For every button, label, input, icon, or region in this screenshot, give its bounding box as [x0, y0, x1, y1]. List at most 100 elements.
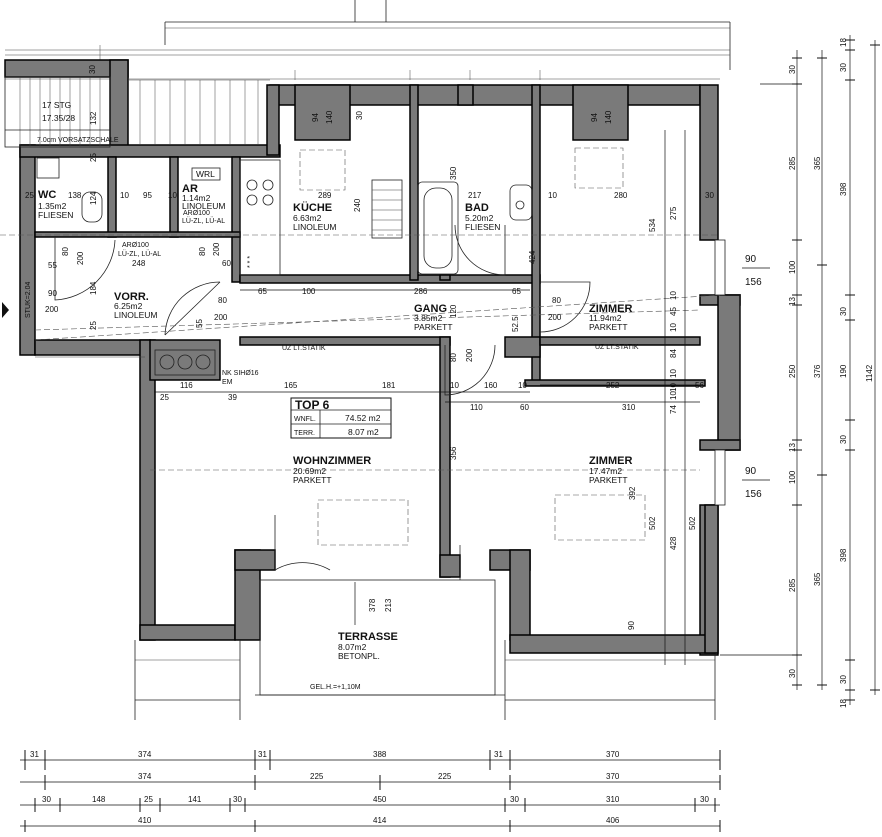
unit-label: TOP 6 — [295, 398, 330, 412]
dim-label: 374 — [138, 772, 152, 781]
dim-label: 25 — [25, 191, 34, 200]
entrance-arrow-icon — [2, 302, 9, 318]
unit-row-wnfl-value: 74.52 m2 — [345, 413, 381, 423]
dim-label: 120 — [449, 304, 458, 318]
dim-label: 424 — [528, 250, 537, 264]
dim-label: 140 — [604, 110, 613, 124]
dim-label: 65 — [512, 287, 521, 296]
dim-label: 80 — [449, 353, 458, 362]
dim-label: 200 — [214, 313, 228, 322]
dim-label: 217 — [468, 191, 482, 200]
room-zimmer2-area: 17.47m2 — [589, 466, 622, 476]
room-zimmer1-name: ZIMMER — [589, 303, 632, 315]
room-kueche-area: 6.63m2 — [293, 213, 322, 223]
dim-label: 31 — [494, 750, 503, 759]
dim-label: 100 — [302, 287, 316, 296]
dim-label: 30 — [839, 675, 848, 684]
note-wrl: WRL — [196, 169, 215, 179]
dim-label: 116 — [180, 381, 193, 390]
dim-label: 52.5 — [511, 316, 520, 332]
dim-label: 25 — [160, 393, 169, 402]
dim-label: 370 — [606, 772, 620, 781]
note-stair-size: 17.35/28 — [42, 113, 75, 123]
dim-label: 213 — [384, 598, 393, 612]
dim-label: 356 — [449, 446, 458, 460]
room-zimmer1-floor: PARKETT — [589, 322, 628, 332]
dim-label: 310 — [622, 403, 636, 412]
dim-label: 388 — [373, 750, 387, 759]
dim-label: 310 — [606, 795, 620, 804]
dim-label: 74 — [669, 405, 678, 414]
dim-label: 140 — [325, 110, 334, 124]
dim-label: 250 — [788, 364, 797, 378]
dim-label: 414 — [373, 816, 387, 825]
room-bad-area: 5.20m2 — [465, 213, 494, 223]
dim-label: 350 — [449, 166, 458, 180]
room-vorr-floor: LINOLEUM — [114, 310, 157, 320]
fixtures — [36, 147, 646, 546]
dim-label: 30 — [788, 65, 797, 74]
dim-label: 534 — [648, 218, 657, 232]
structure-lines — [0, 234, 721, 471]
dim-label: 132 — [89, 111, 98, 125]
dim-label: 10 — [548, 191, 557, 200]
dim-label: 80 — [552, 296, 561, 305]
plan-notes: 17 STG 17.35/28 7.0cm VORSATZSCHALE WRL … — [25, 100, 639, 691]
dim-label: 285 — [788, 156, 797, 170]
dim-label: 365 — [813, 156, 822, 170]
room-zimmer2-floor: PARKETT — [589, 475, 628, 485]
dim-label: 240 — [353, 198, 362, 212]
interior-dimensions — [155, 130, 700, 665]
note-ar-vent-3: ARØ100 — [183, 210, 210, 217]
dim-label: 30 — [705, 191, 714, 200]
window-dim-label: 90 — [745, 466, 757, 477]
room-gang-area: 3.85m2 — [414, 313, 443, 323]
dim-label: 289 — [318, 191, 332, 200]
dim-label: 428 — [669, 536, 678, 550]
dim-label: 60 — [222, 259, 231, 268]
note-nk: NK SIHØ16 — [222, 370, 259, 377]
dim-label: 252 — [606, 381, 620, 390]
dim-label: 160 — [484, 381, 498, 390]
room-terrasse-area: 8.07m2 — [338, 642, 367, 652]
dim-label: 184 — [89, 281, 98, 295]
dim-label: 25 — [144, 795, 153, 804]
dim-label: 378 — [368, 598, 377, 612]
room-ar-area: 1.14m2 — [182, 193, 211, 203]
unit-row-terr-key: TERR. — [294, 430, 315, 437]
note-ar-vent-4: LÜ-ZL, LÜ-AL — [182, 217, 225, 225]
dim-label: 95 — [143, 191, 152, 200]
dim-label: 285 — [788, 578, 797, 592]
bottom-dimension-labels: 31 374 31 388 31 370 374 225 225 370 30 … — [30, 750, 709, 825]
note-gelaender: GEL.H.=+1,10M — [310, 684, 361, 691]
note-stars: * * * — [247, 256, 254, 268]
room-wc-name: WC — [38, 189, 56, 201]
bottom-dimensions — [20, 750, 721, 832]
dim-label: 10 — [450, 381, 459, 390]
dim-label: 392 — [628, 486, 637, 500]
dim-label: 94 — [590, 113, 599, 122]
dim-label: 90 — [627, 621, 636, 630]
room-labels: WC 1.35m2 FLIESEN AR 1.14m2 LINOLEUM KÜC… — [38, 183, 632, 661]
dim-label: 398 — [839, 182, 848, 196]
room-ar-name: AR — [182, 183, 198, 195]
room-vorr-area: 6.25m2 — [114, 301, 143, 311]
dim-label: 200 — [465, 348, 474, 362]
dim-label: 55 — [48, 261, 57, 270]
dim-label: 18 — [839, 699, 848, 708]
window-dim-label: 156 — [745, 277, 762, 288]
dim-label: 365 — [813, 572, 822, 586]
right-dimensions — [720, 35, 880, 705]
dim-label: 56 — [695, 381, 704, 390]
dim-label: 60 — [520, 403, 529, 412]
dim-label: 10 — [518, 381, 527, 390]
dim-label: 181 — [382, 381, 396, 390]
dim-label: 502 — [648, 516, 657, 530]
dim-label: 30 — [839, 307, 848, 316]
note-em: EM — [222, 379, 233, 386]
staircase — [4, 76, 270, 148]
dim-label: 376 — [813, 364, 822, 378]
dim-label: 31 — [30, 750, 39, 759]
room-wohn-name: WOHNZIMMER — [293, 455, 371, 467]
